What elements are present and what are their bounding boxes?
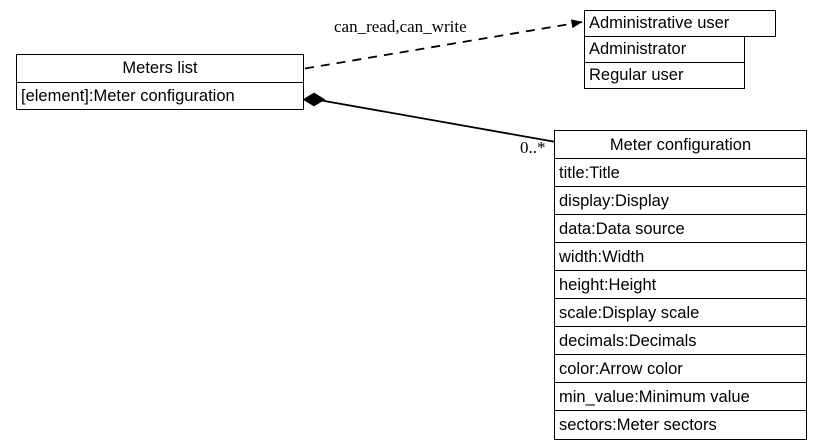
class-attribute-row: [element]:Meter configuration xyxy=(16,81,304,110)
class-attribute-row: scale:Display scale xyxy=(554,298,807,328)
class-attribute-row: Regular user xyxy=(584,62,745,89)
class-attribute-row: width:Width xyxy=(554,242,807,272)
class-title-administrative-user: Administrative user xyxy=(584,10,776,37)
class-title-meters-list: Meters list xyxy=(16,54,304,83)
class-attribute-row: data:Data source xyxy=(554,214,807,244)
class-attribute-row: display:Display xyxy=(554,186,807,216)
class-attribute-row: min_value:Minimum value xyxy=(554,382,807,412)
edge-label-permission: can_read,can_write xyxy=(334,17,467,36)
class-title-meter-configuration: Meter configuration xyxy=(554,130,807,160)
edge-label-multiplicity: 0..* xyxy=(520,138,546,157)
class-attribute-row: color:Arrow color xyxy=(554,354,807,384)
class-attribute-row: title:Title xyxy=(554,158,807,188)
composition-line xyxy=(315,98,557,143)
class-attribute-row: Administrator xyxy=(584,36,745,63)
composition-diamond-icon xyxy=(302,92,326,107)
class-attribute-row: decimals:Decimals xyxy=(554,326,807,356)
class-attribute-row: sectors:Meter sectors xyxy=(554,410,807,440)
class-attribute-row: height:Height xyxy=(554,270,807,300)
